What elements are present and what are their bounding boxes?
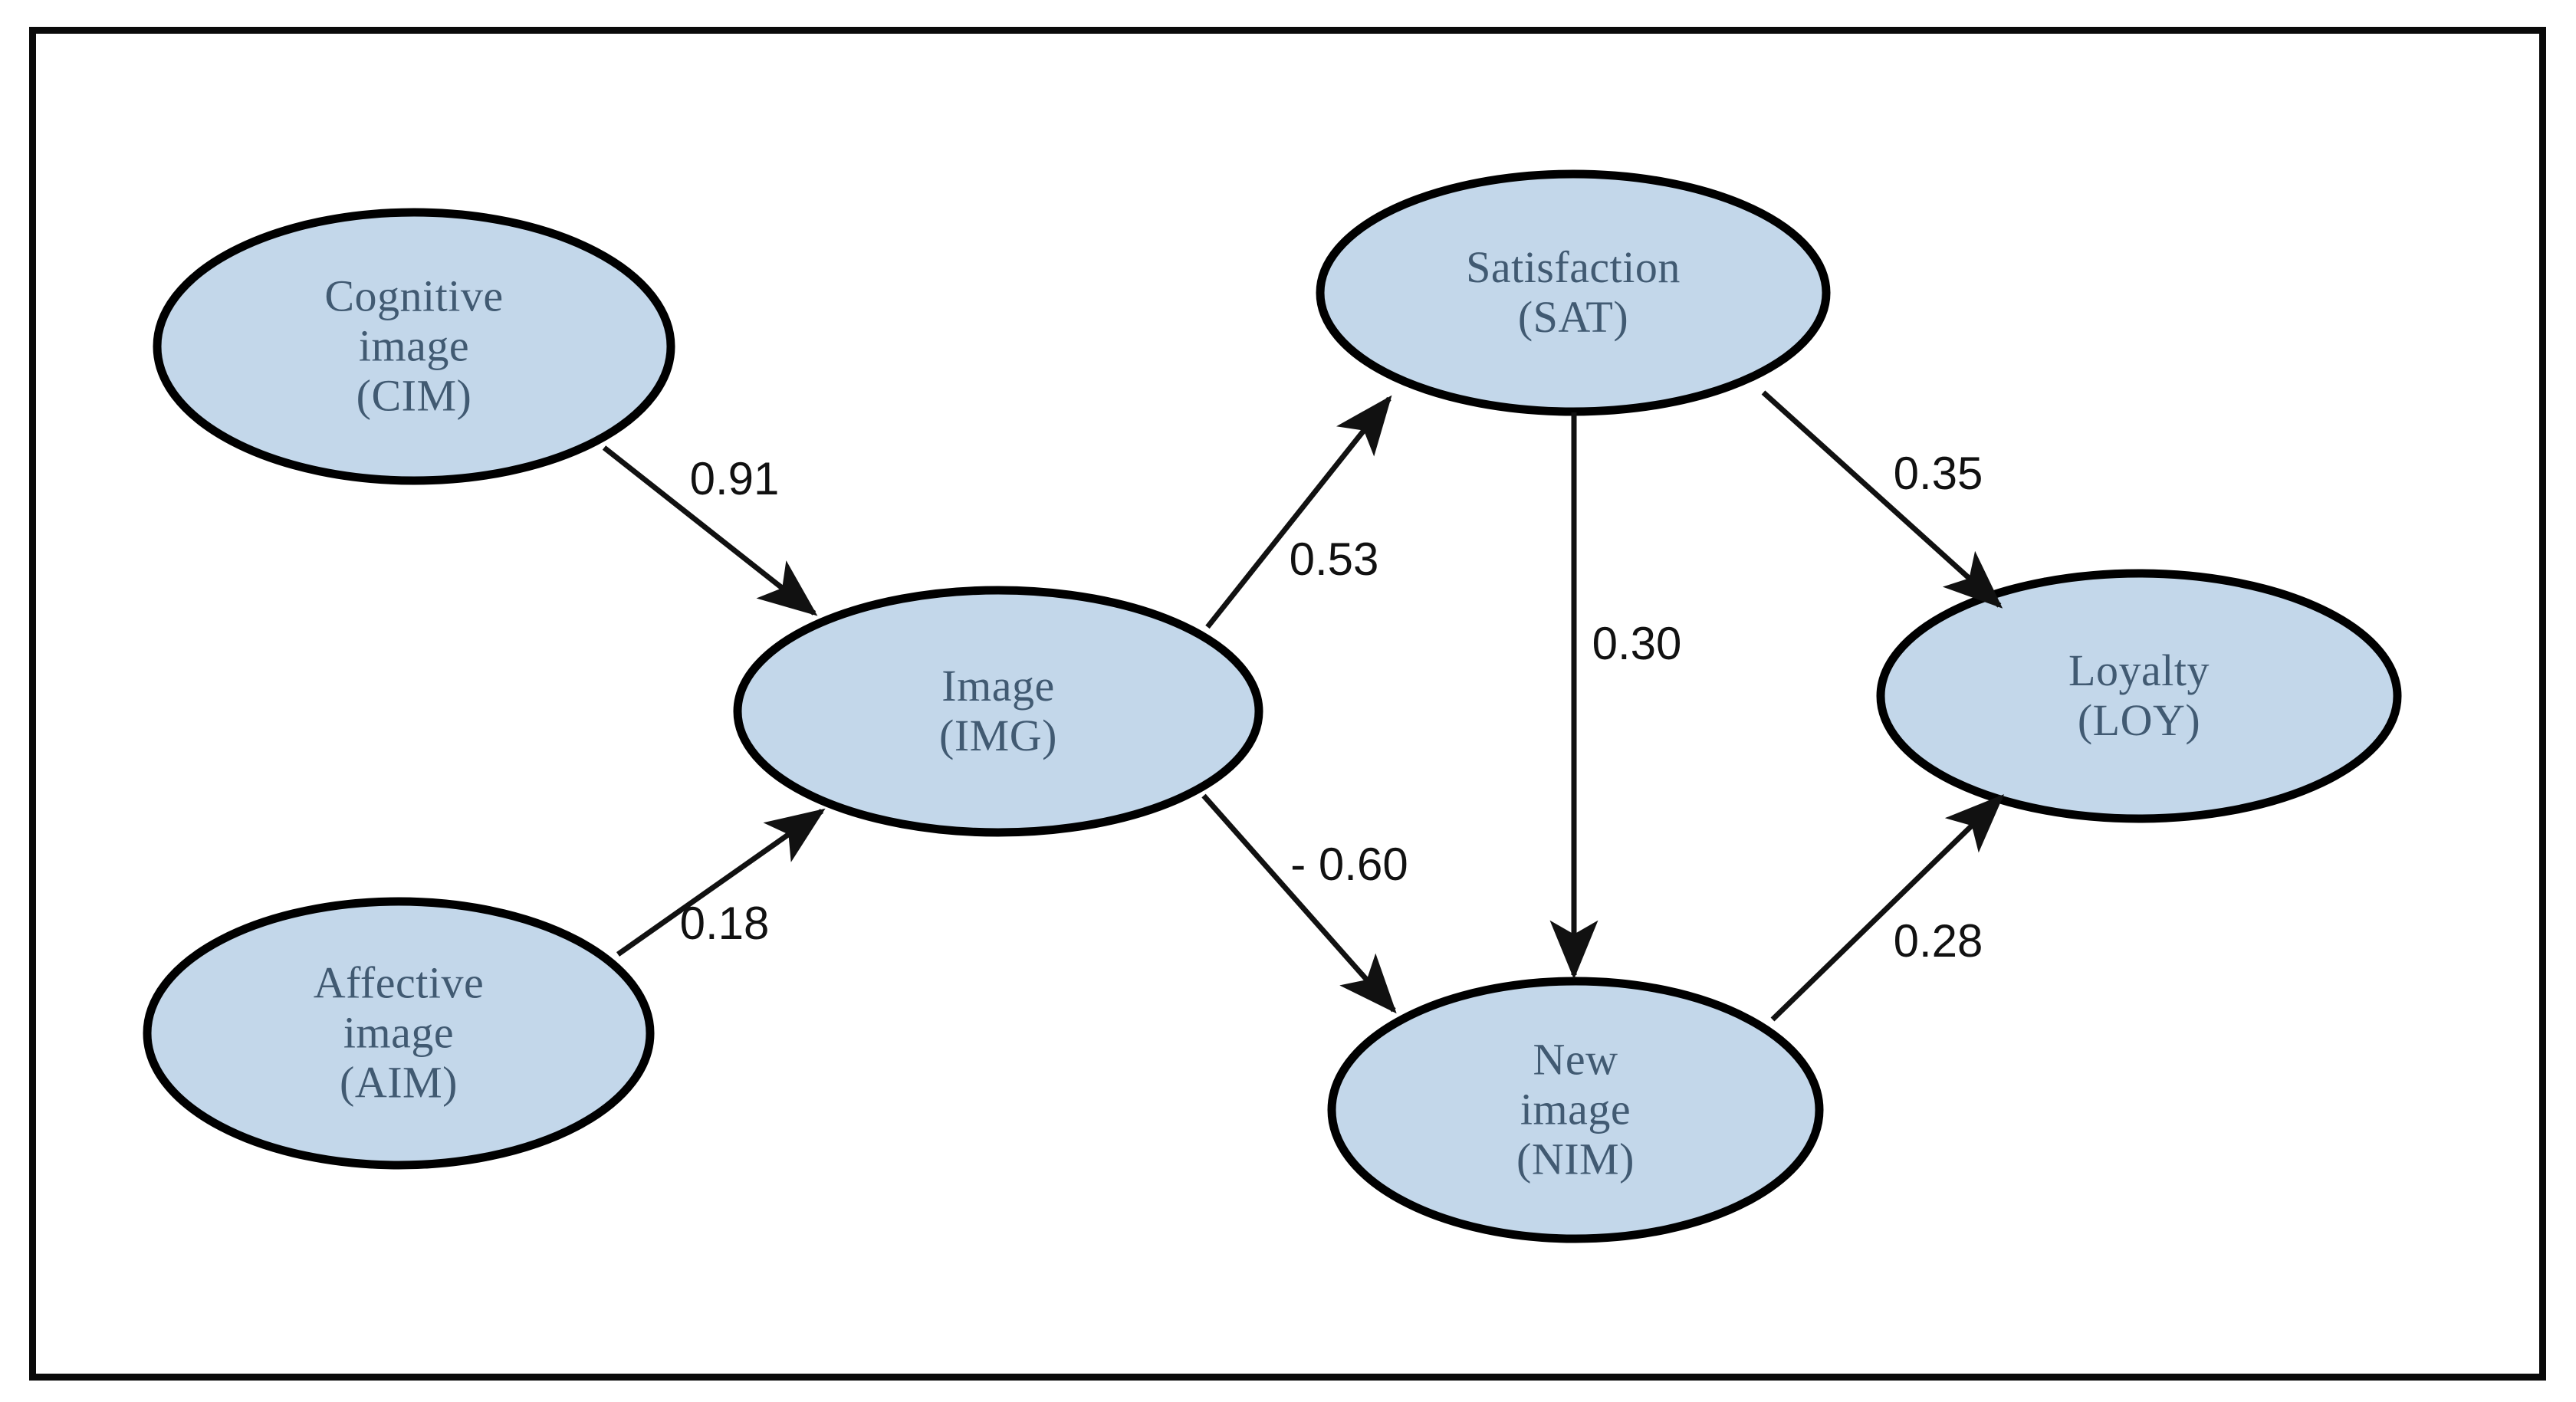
edge-label-sat-loy: 0.35 xyxy=(1893,448,1983,499)
edge-arrow-img-sat[interactable] xyxy=(1205,395,1392,629)
edge-arrow-sat-loy[interactable] xyxy=(1761,390,2003,609)
node-ellipse-group xyxy=(143,169,2402,1243)
edge-label-img-nim: - 0.60 xyxy=(1290,839,1408,890)
edge-label-img-sat: 0.53 xyxy=(1289,534,1379,585)
node-ellipse-loy[interactable] xyxy=(1876,569,2402,823)
node-ellipse-cim[interactable] xyxy=(153,208,675,485)
edge-label-sat-nim: 0.30 xyxy=(1592,618,1682,669)
edge-arrow-aim-img[interactable] xyxy=(616,808,826,957)
edge-label-nim-loy: 0.28 xyxy=(1893,915,1983,967)
node-ellipse-img[interactable] xyxy=(733,586,1263,837)
edge-arrow-cim-img[interactable] xyxy=(602,445,818,616)
node-ellipse-nim[interactable] xyxy=(1327,977,1824,1243)
edge-arrow-nim-loy[interactable] xyxy=(1770,794,2005,1022)
edge-label-aim-img: 0.18 xyxy=(679,898,770,949)
edge-label-cim-img: 0.91 xyxy=(689,453,780,504)
edge-arrow-img-nim[interactable] xyxy=(1201,793,1397,1014)
node-ellipse-aim[interactable] xyxy=(143,897,655,1170)
node-ellipse-sat[interactable] xyxy=(1316,169,1831,416)
edge-arrow-group xyxy=(602,390,2005,1022)
